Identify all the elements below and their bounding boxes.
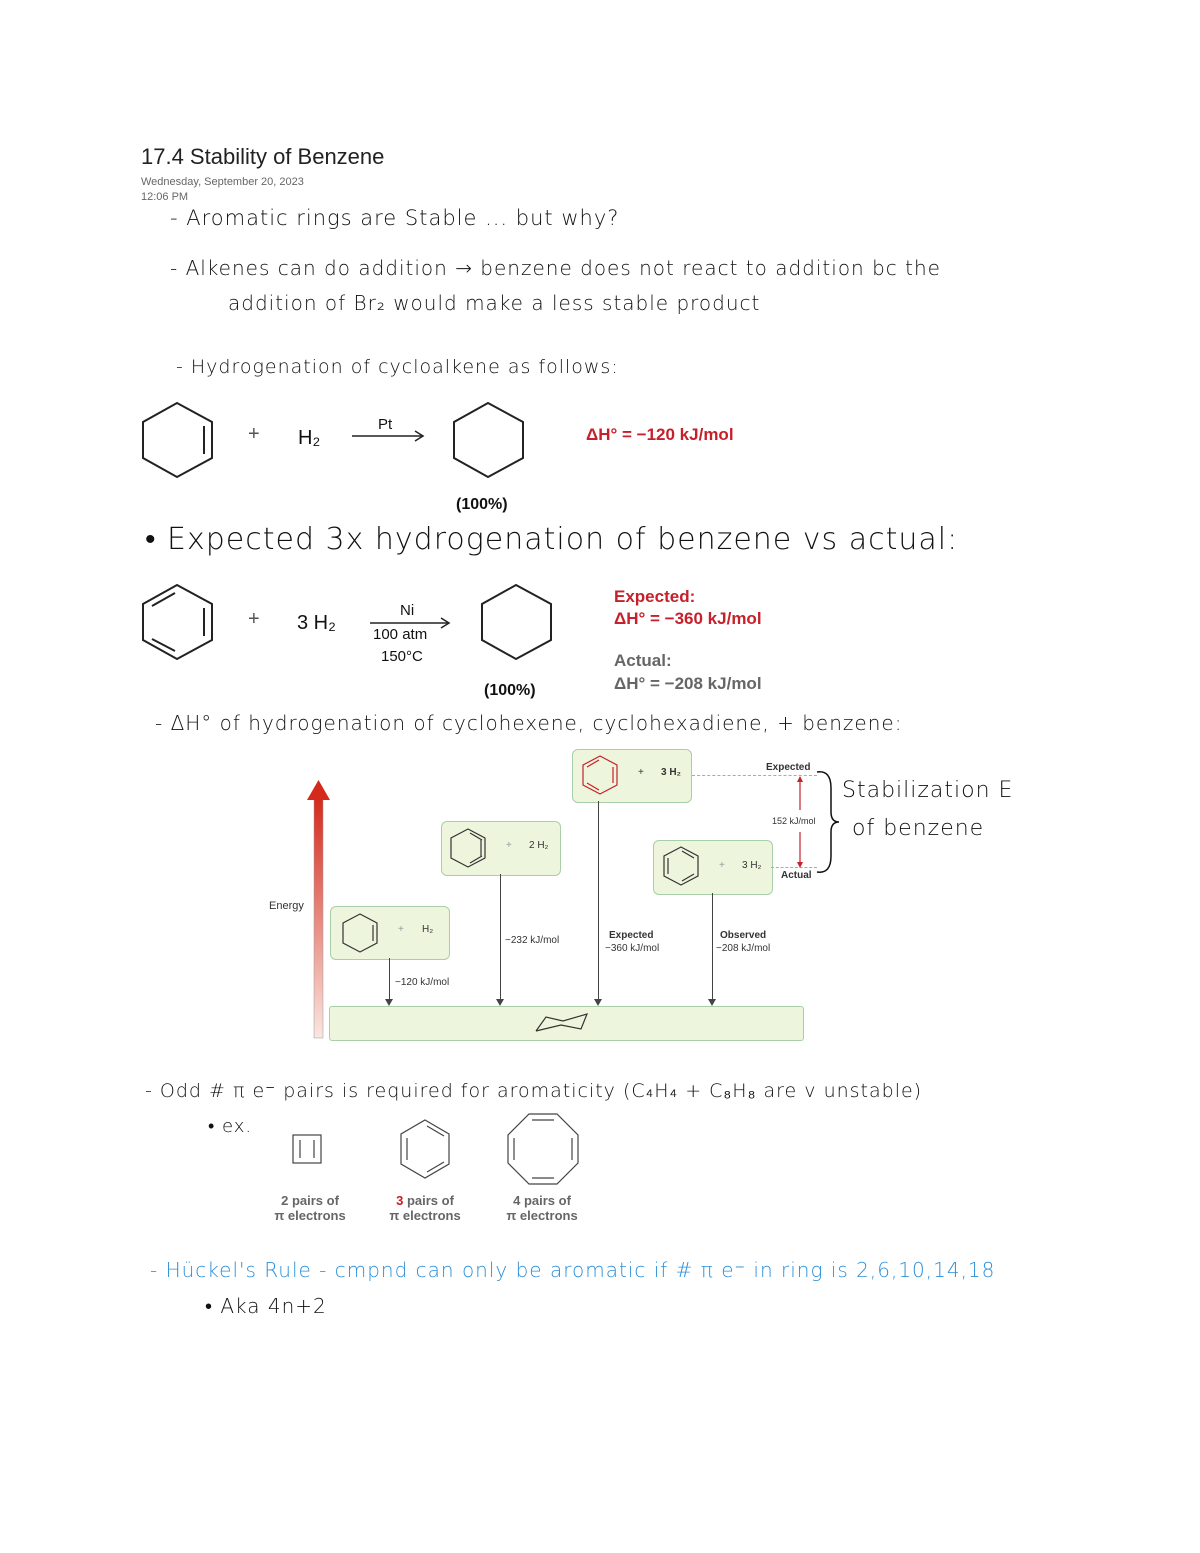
catalyst-pt: Pt — [378, 416, 393, 433]
benzene-icon — [400, 1119, 450, 1179]
benzene-expected-box — [572, 749, 692, 803]
reaction1-enthalpy: ΔH° = −120 kJ/mol — [586, 425, 734, 444]
note-aromatic-stable: - Aromatic rings are Stable ... but why? — [170, 206, 620, 230]
energy-axis-label: Energy — [269, 900, 304, 912]
note-dh-hydrogenation: - ΔH° of hydrogenation of cyclohexene, c… — [155, 711, 903, 735]
chair-cyclohexane-icon — [535, 1013, 589, 1032]
difference-value: 152 kJ/mol — [772, 816, 816, 826]
box2-enthalpy: −232 kJ/mol — [505, 935, 560, 946]
cyclooctatetraene-icon — [507, 1113, 579, 1185]
box3-label: Expected — [609, 930, 654, 941]
actual-dashed-line — [771, 867, 817, 868]
note-alkenes-addition: - Alkenes can do addition → benzene does… — [170, 256, 941, 280]
curly-brace-icon — [816, 771, 840, 873]
condition-temperature: 150°C — [381, 648, 423, 665]
actual-tag: Actual — [781, 870, 812, 881]
cyclohexane-base-box — [329, 1006, 804, 1041]
cyclohexane-icon — [481, 583, 552, 661]
box3-reagent: 3 H₂ — [661, 767, 682, 778]
benzene-icon — [663, 846, 699, 886]
box1-reagent: H₂ — [422, 924, 434, 935]
actual-enthalpy: ΔH° = −208 kJ/mol — [614, 674, 762, 693]
note-expected-3x: • Expected 3x hydrogenation of benzene v… — [145, 522, 959, 557]
note-huckels-rule: - Hückel's Rule - cmpnd can only be arom… — [150, 1258, 996, 1282]
page-date: Wednesday, September 20, 2023 — [141, 176, 304, 188]
note-odd-pairs: - Odd # π e⁻ pairs is required for aroma… — [145, 1080, 923, 1102]
box4-label: Observed — [720, 930, 767, 941]
reagent-3h2: 3 H₂ — [297, 612, 336, 634]
plus-sign: + — [398, 924, 404, 935]
box4-reagent: 3 H₂ — [742, 860, 762, 871]
benzene-icon — [142, 583, 213, 661]
benzene-observed-box — [653, 840, 773, 895]
box4-enthalpy: −208 kJ/mol — [716, 943, 771, 954]
stabilization-annotation-2: of benzene — [852, 816, 985, 841]
box3-enthalpy: −360 kJ/mol — [605, 943, 660, 954]
condition-pressure: 100 atm — [373, 626, 428, 643]
difference-arrow-icon — [797, 776, 803, 868]
reaction2-yield: (100%) — [484, 682, 536, 699]
note-ex: • ex. — [208, 1116, 253, 1137]
box2-reagent: 2 H₂ — [529, 840, 549, 851]
energy-axis-arrow-icon — [307, 780, 330, 1039]
expected-enthalpy: ΔH° = −360 kJ/mol — [614, 609, 762, 628]
page-title: 17.4 Stability of Benzene — [141, 144, 385, 169]
reaction-arrow-icon — [352, 430, 425, 442]
stabilization-annotation: Stabilization E — [842, 778, 1014, 803]
cyclohexane-icon — [453, 401, 524, 479]
note-hydrogenation: - Hydrogenation of cycloalkene as follow… — [176, 356, 619, 378]
expected-label: Expected: — [614, 587, 696, 606]
cyclohexene-icon — [142, 401, 213, 479]
box1-enthalpy: −120 kJ/mol — [395, 977, 450, 988]
plus-sign: + — [248, 608, 260, 630]
note-4n-plus-2: • Aka 4n+2 — [205, 1294, 327, 1318]
cyclohexadiene-box — [441, 821, 561, 876]
reaction1-yield: (100%) — [456, 496, 508, 513]
cyclohexene-box — [330, 906, 450, 960]
expected-dashed-line — [692, 775, 817, 776]
cyclobutadiene-icon — [292, 1134, 322, 1164]
plus-sign: + — [248, 423, 260, 445]
expected-tag: Expected — [766, 762, 811, 773]
benzene-red-icon — [582, 755, 618, 795]
catalyst-ni: Ni — [400, 602, 415, 619]
plus-sign: + — [638, 767, 644, 778]
plus-sign: + — [719, 860, 725, 871]
cyclohexadiene-icon — [450, 828, 486, 868]
actual-label: Actual: — [614, 651, 672, 670]
note-br2-addition: addition of Br₂ would make a less stable… — [228, 291, 761, 315]
plus-sign: + — [506, 840, 512, 851]
page-time: 12:06 PM — [141, 191, 189, 203]
reaction-arrow-icon — [370, 617, 451, 629]
reagent-h2: H₂ — [298, 427, 321, 449]
cyclohexene-icon — [342, 913, 378, 953]
